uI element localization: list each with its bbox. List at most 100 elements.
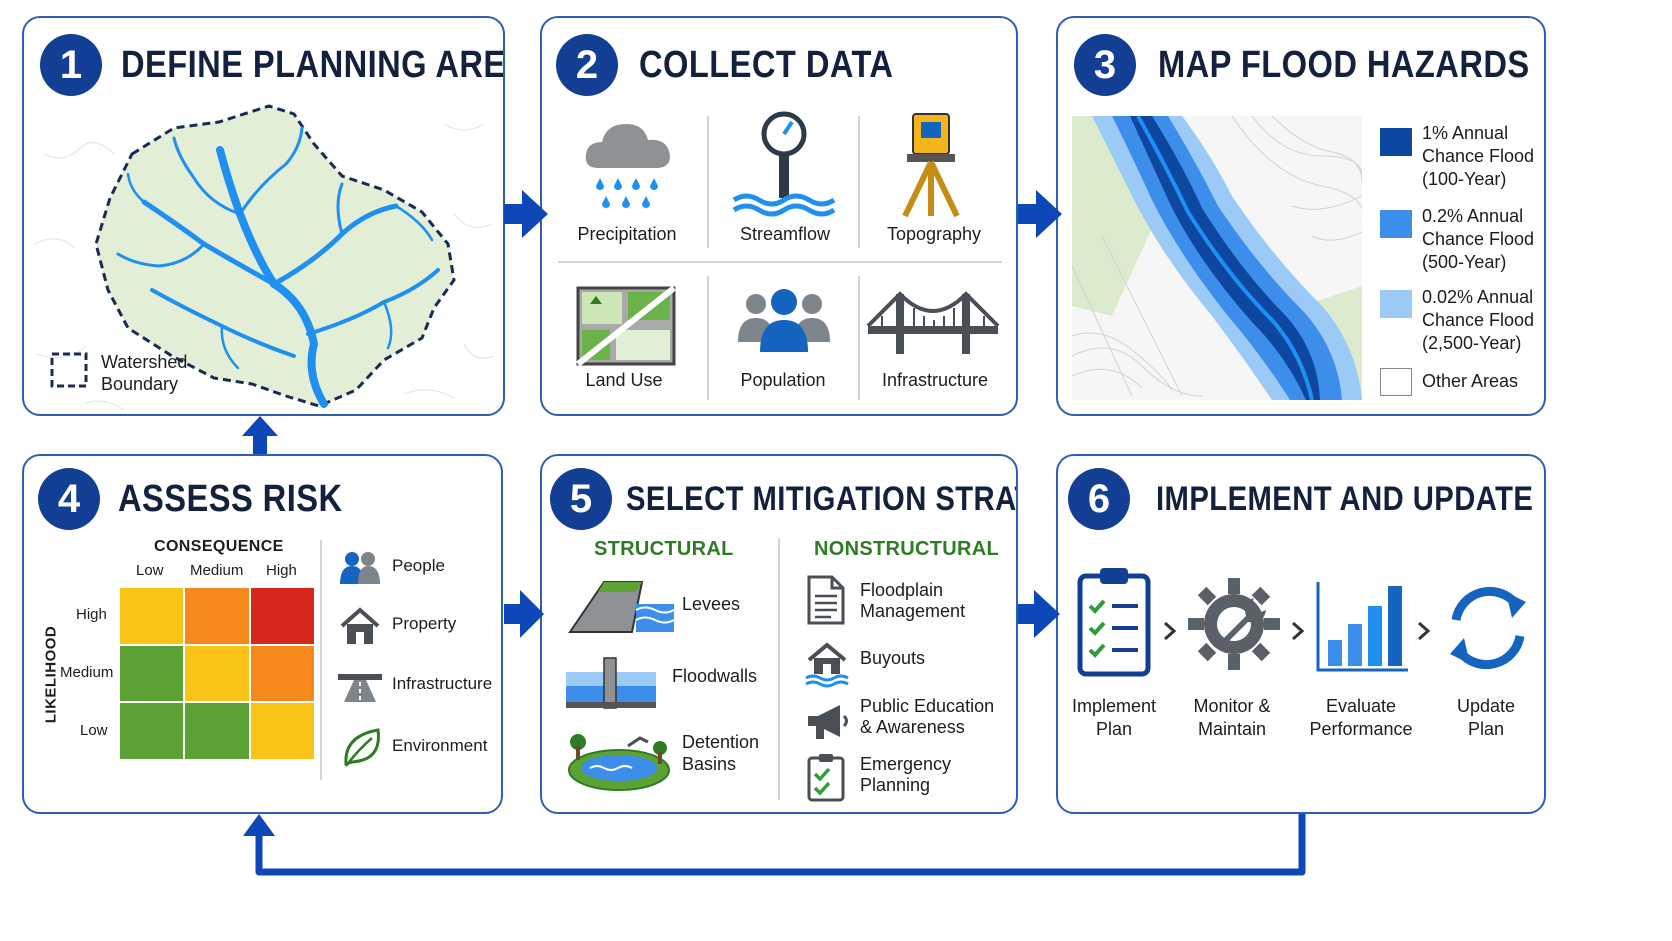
col-label-medium: Medium (190, 562, 244, 579)
nonstructural-heading: NONSTRUCTURAL (814, 538, 999, 560)
update-label-line2: Plan (1467, 719, 1505, 739)
chevron-right-icon (1164, 621, 1177, 641)
watershed-boundary-legend-icon (50, 352, 88, 388)
update-label-line1: Update (1456, 696, 1516, 716)
risk-cell-r0-c0 (120, 588, 184, 644)
step-number-1: 1 (40, 34, 102, 96)
row-label-medium: Medium (60, 664, 114, 681)
arrow-up-icon (243, 814, 275, 836)
divider (707, 116, 709, 248)
panel-define-planning-area: 1 DEFINE PLANNING AREA Watershed Bound (22, 16, 505, 416)
row-label-high: High (76, 606, 107, 623)
divider (778, 538, 780, 800)
collect-label-topography: Topography (886, 224, 982, 244)
panel-assess-risk: 4 ASSESS RISK CONSEQUENCE Low Medium Hig… (22, 454, 503, 814)
risk-cell-r1-c2 (250, 645, 314, 702)
step-title-4: ASSESS RISK (118, 478, 343, 520)
streamflow-gauge-icon (732, 111, 836, 217)
divider (707, 276, 709, 400)
legend-watershed-line1: Watershed (101, 352, 188, 372)
arrow-right-icon (504, 590, 544, 638)
collect-label-precipitation: Precipitation (577, 224, 677, 244)
environment-leaf-icon (344, 728, 380, 767)
topography-surveyor-icon (902, 113, 960, 218)
step-number-2: 2 (556, 34, 618, 96)
panel-implement-update: 6 IMPLEMENT AND UPDATE (1056, 454, 1546, 814)
panel-select-mitigation: 5 SELECT MITIGATION STRATEGIES STRUCTURA… (540, 454, 1018, 814)
collect-label-streamflow: Streamflow (739, 224, 831, 244)
monitor-label-line1: Monitor & (1193, 696, 1271, 716)
structural-heading: STRUCTURAL (594, 538, 734, 560)
implement-label-line2: Plan (1095, 719, 1133, 739)
nonstructural-label-floodplain-line2: Management (860, 601, 966, 621)
legend-swatch-2500yr (1380, 290, 1412, 318)
step-title-1: DEFINE PLANNING AREA (121, 44, 505, 86)
receptor-label-infrastructure: Infrastructure (392, 674, 493, 693)
divider (858, 276, 860, 400)
flood-hazard-map (1072, 116, 1362, 400)
legend-other-areas: Other Areas (1422, 371, 1519, 391)
legend-2500yr-line1: 0.02% Annual (1422, 287, 1534, 307)
land-use-map-icon (576, 285, 676, 367)
legend-500yr-line3: (500-Year) (1422, 252, 1507, 272)
legend-100yr-line2: Chance Flood (1422, 146, 1535, 166)
legend-swatch-100yr (1380, 128, 1412, 156)
divider (320, 540, 322, 780)
evaluate-label-line1: Evaluate (1325, 696, 1397, 716)
megaphone-icon (808, 705, 848, 739)
receptor-label-property: Property (392, 614, 457, 633)
risk-cell-r2-c0 (120, 703, 184, 759)
risk-cell-r2-c2 (250, 703, 314, 759)
nonstructural-label-emergency-line1: Emergency (860, 754, 952, 774)
receptor-label-environment: Environment (392, 736, 488, 755)
arrow-right-icon (1018, 590, 1060, 638)
clipboard-checklist-icon (1077, 568, 1151, 677)
gear-wrench-icon (1188, 578, 1280, 670)
receptor-label-people: People (392, 556, 445, 575)
update-refresh-icon (1450, 586, 1526, 670)
arrow-up-icon (242, 416, 278, 454)
legend-500yr-line1: 0.2% Annual (1422, 206, 1524, 226)
nonstructural-label-education-line1: Public Education (860, 696, 995, 716)
legend-500yr-line2: Chance Flood (1422, 229, 1535, 249)
likelihood-axis-label: LIKELIHOOD (42, 625, 60, 724)
divider (558, 261, 1002, 263)
structural-label-basins: Basins (682, 754, 737, 774)
risk-cell-r2-c1 (185, 703, 249, 759)
feedback-loop-line (255, 814, 1306, 876)
legend-2500yr-line3: (2,500-Year) (1422, 333, 1522, 353)
row-label-low: Low (80, 722, 108, 739)
infrastructure-bridge-icon (866, 291, 1000, 354)
document-icon (807, 575, 845, 625)
watershed-map-icon (33, 104, 495, 411)
property-house-icon (340, 607, 380, 644)
step-title-2: COLLECT DATA (639, 44, 894, 86)
precipitation-icon (585, 124, 670, 208)
performance-bar-chart-icon (1316, 582, 1408, 672)
structural-label-detention: Detention (682, 732, 760, 752)
step-number-6: 6 (1068, 468, 1130, 530)
divider (858, 116, 860, 248)
chevron-right-icon (1418, 621, 1431, 641)
collect-label-infrastructure: Infrastructure (881, 370, 989, 390)
legend-swatch-other (1380, 368, 1412, 396)
nonstructural-label-education-line2: & Awareness (860, 717, 965, 737)
panel-collect-data: 2 COLLECT DATA Precipitation Streamflow … (540, 16, 1018, 416)
people-icon (340, 552, 380, 584)
evaluate-label-line2: Performance (1309, 719, 1413, 739)
emergency-checklist-icon (807, 754, 845, 802)
structural-label-floodwalls: Floodwalls (672, 666, 758, 686)
risk-cell-r1-c1 (185, 645, 249, 702)
monitor-label-line2: Maintain (1197, 719, 1267, 739)
step-number-3: 3 (1074, 34, 1136, 96)
legend-watershed-line2: Boundary (101, 374, 179, 394)
chevron-right-icon (1292, 621, 1305, 641)
collect-label-population: Population (740, 370, 826, 390)
nonstructural-label-emergency-line2: Planning (860, 775, 931, 795)
legend-2500yr-line2: Chance Flood (1422, 310, 1535, 330)
buyout-house-icon (805, 642, 849, 688)
implement-label-line1: Implement (1071, 696, 1157, 716)
risk-cell-r0-c1 (185, 588, 249, 644)
consequence-axis-label: CONSEQUENCE (154, 538, 284, 555)
legend-swatch-500yr (1380, 210, 1412, 238)
